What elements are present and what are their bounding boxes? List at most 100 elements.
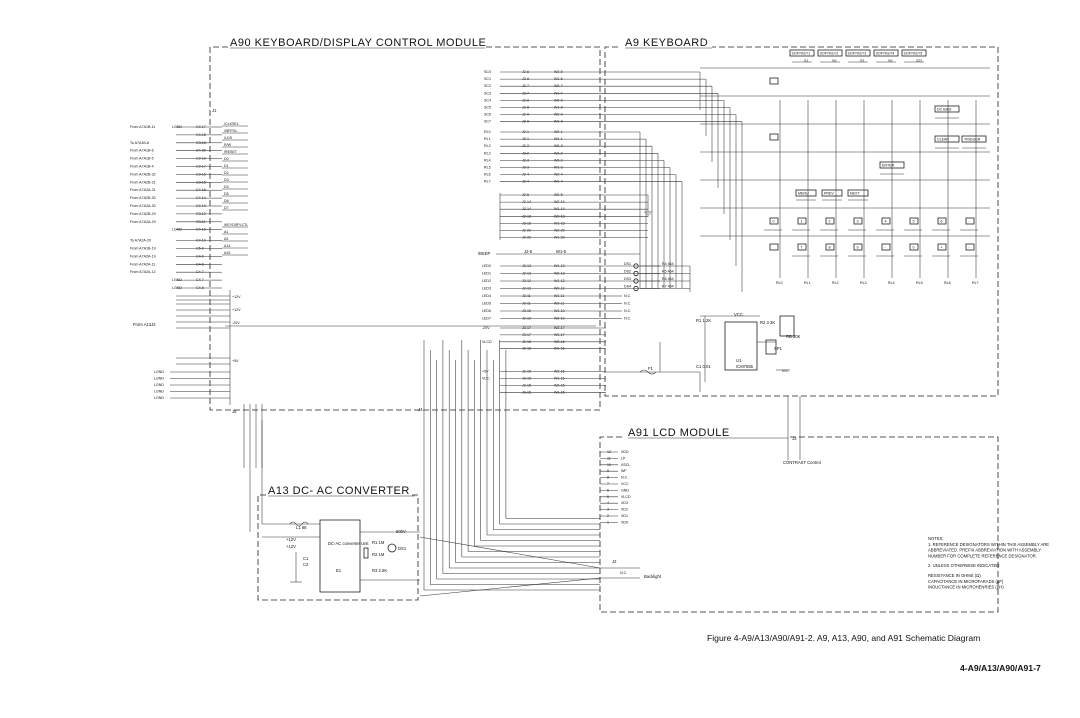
signal-name: A3 xyxy=(224,237,228,241)
lcd-pin-name: XD1 xyxy=(621,514,628,518)
note-line: CAPACITANCE IN MICROFARADS (µF) xyxy=(928,579,1004,584)
lgnd-label: LGND xyxy=(154,370,164,374)
backlight-nc: N.C. xyxy=(620,571,627,575)
from-a13j2-label: From A13J2 xyxy=(133,322,156,327)
menu-key-box xyxy=(821,189,843,197)
numeric-key-box xyxy=(853,217,863,225)
a90-frame xyxy=(209,46,601,411)
a9-frame xyxy=(604,46,999,397)
softkey-label: SOFTKEY1 xyxy=(792,52,811,56)
power-label: +12V xyxy=(232,308,241,312)
timer-c1: C1 0.01 xyxy=(696,364,711,369)
led-ds: DS4 xyxy=(624,285,631,289)
signal-name: D7 xyxy=(224,206,229,210)
lcd-pin-name: XD0 xyxy=(621,520,628,524)
left-signal-source: From A7A2A-11 xyxy=(130,262,155,266)
converter-c1: C1 xyxy=(303,556,309,561)
connector-j1: J1 xyxy=(212,108,217,113)
led-ds: DS1 xyxy=(624,262,631,266)
sc-net: SC3 xyxy=(484,91,491,95)
left-signal-row: C4-18 xyxy=(176,133,222,137)
menu-key-label: MENU xyxy=(798,192,809,196)
speaker-sp1 xyxy=(765,339,777,355)
note-line: INDUCTANCE IN MICROHENRIES (µH) xyxy=(928,585,1004,590)
converter-5v: +12V xyxy=(286,544,296,549)
numeric-key: 5 xyxy=(904,217,922,231)
numeric-key-box xyxy=(937,243,947,251)
numeric-key-box xyxy=(797,217,807,225)
rl-bottom-label: RL6 xyxy=(944,281,951,285)
numeric-key-box xyxy=(965,217,975,225)
rl-net: RL1 xyxy=(484,137,491,141)
signal-name: R/W xyxy=(224,143,232,147)
contrast-label: CONTRAST Control xyxy=(783,460,821,465)
lcd-pin-name: VCC xyxy=(621,482,629,486)
numeric-key: 0 xyxy=(764,217,782,231)
led-resistor: R5 464 xyxy=(662,270,674,274)
numeric-key-label: 0 xyxy=(913,246,915,250)
function-key-label: ENTER xyxy=(882,164,895,168)
sc-net: SC2 xyxy=(484,84,491,88)
led-resistor: R7 464 xyxy=(662,285,674,289)
signal-name: /KEYDSPLCTL xyxy=(224,223,248,227)
led-net: LED2 xyxy=(482,279,491,283)
backlight-label: Backlight xyxy=(644,574,662,579)
lgnd-label: LGND xyxy=(154,396,164,400)
softkey-label: SOFTKEY5 xyxy=(904,52,923,56)
softkey-switch: S22 xyxy=(916,59,922,63)
numeric-key: 3 xyxy=(848,217,866,231)
softkey-box xyxy=(817,49,843,57)
softkey-label: SOFTKEY4 xyxy=(876,52,895,56)
timer-u1: U1 xyxy=(736,358,742,363)
keypad-key-c xyxy=(769,243,779,251)
converter-r1: R1 1M xyxy=(372,540,385,545)
labels: A90 KEYBOARD/DISPLAY CONTROL MODULE A9 K… xyxy=(133,37,979,579)
function-key-label: TRIGGER xyxy=(964,138,981,142)
function-key-box xyxy=(879,161,905,169)
converter-l1: L1 68 xyxy=(296,525,307,530)
softkey-label: SOFTKEY3 xyxy=(848,52,867,56)
left-signal-source: From A7A2B-32 xyxy=(130,172,156,176)
numeric-key-label: - xyxy=(969,220,971,224)
led-net: LED5 xyxy=(482,302,491,306)
lcd-pin-name: GND xyxy=(621,488,629,492)
signal-name: /CLKSEL xyxy=(224,122,239,126)
led-net: LED1 xyxy=(482,272,491,276)
numeric-key-label: 2 xyxy=(829,220,831,224)
left-signal-source: From A7A2B-30 xyxy=(130,196,156,200)
numeric-key-box xyxy=(909,243,919,251)
connector-j3: J3 xyxy=(792,436,797,441)
rl-bottom-label: RL5 xyxy=(916,281,923,285)
menu-key-label: PREV xyxy=(824,192,834,196)
